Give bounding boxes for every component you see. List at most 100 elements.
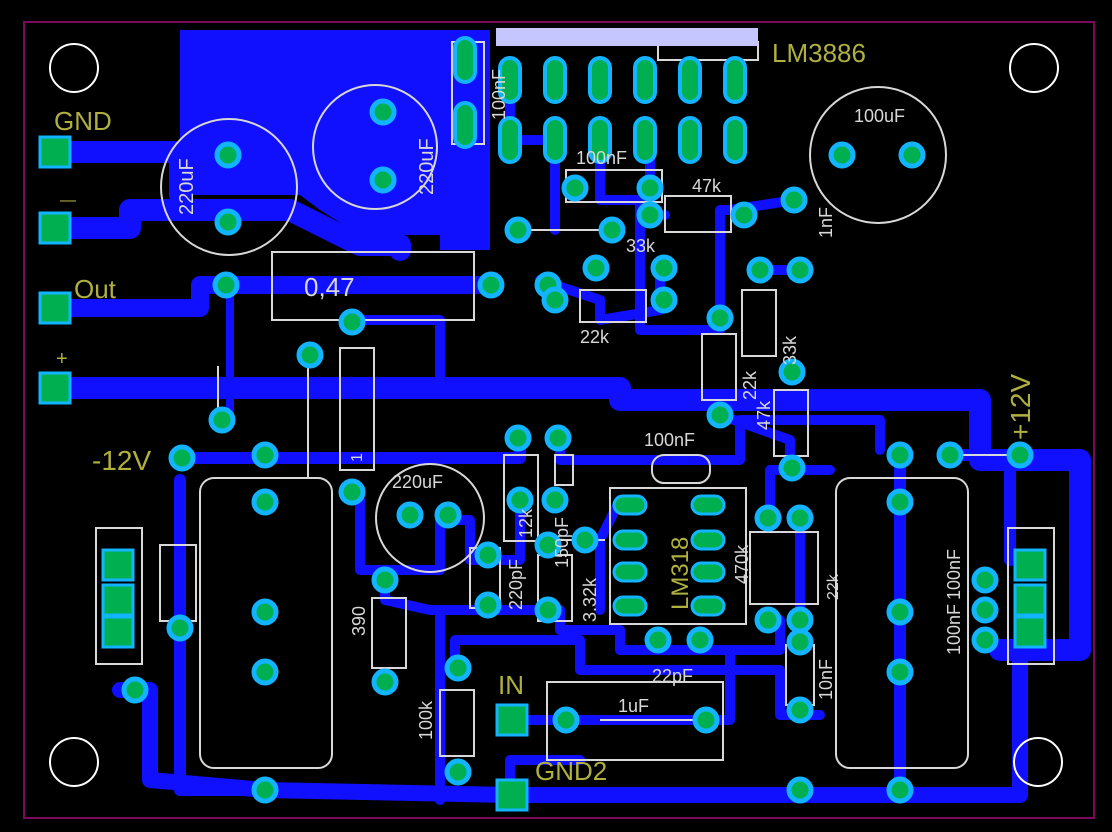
pad xyxy=(534,596,562,624)
pad xyxy=(541,286,569,314)
pad xyxy=(296,341,324,369)
pad xyxy=(786,696,814,724)
pad xyxy=(212,271,240,299)
board-labels: GND — Out + -12V +12V LM3886 LM318 IN GN… xyxy=(54,38,1036,786)
copper-pours xyxy=(180,30,490,250)
pad xyxy=(786,776,814,804)
pad xyxy=(746,256,774,284)
pad xyxy=(886,776,914,804)
dip-pad xyxy=(612,494,648,516)
pad xyxy=(706,304,734,332)
pads xyxy=(38,36,1047,812)
pad xyxy=(1006,441,1034,469)
oval-pad xyxy=(543,56,567,104)
c-100nf-ic: 100nF xyxy=(644,430,695,450)
c-mid-220uf: 220uF xyxy=(392,472,443,492)
pad xyxy=(552,706,580,734)
pad xyxy=(971,596,999,624)
pad xyxy=(166,614,194,642)
pad xyxy=(886,441,914,469)
square-pad xyxy=(1013,583,1047,617)
square-pad xyxy=(38,291,72,325)
oval-pad xyxy=(678,116,702,164)
oval-pad xyxy=(723,116,747,164)
square-pad xyxy=(495,703,529,737)
pad xyxy=(786,606,814,634)
dip-pad xyxy=(690,529,726,551)
oval-pad xyxy=(498,116,522,164)
pad xyxy=(598,216,626,244)
pad xyxy=(898,141,926,169)
pad xyxy=(444,654,472,682)
r-470k: 470k xyxy=(732,544,752,584)
pad xyxy=(886,598,914,626)
c-10nf: 10nF xyxy=(816,659,836,700)
dip-pad xyxy=(612,561,648,583)
c-150pf: 150pF xyxy=(552,517,572,568)
pad xyxy=(474,541,502,569)
pad xyxy=(780,186,808,214)
dip-pad xyxy=(612,595,648,617)
pad xyxy=(369,166,397,194)
square-pad xyxy=(101,548,135,582)
pad xyxy=(692,706,720,734)
r-1: 1 xyxy=(349,453,366,462)
r-332k: 3.32k xyxy=(580,577,600,622)
dip-pad xyxy=(690,561,726,583)
pad xyxy=(504,424,532,452)
pad xyxy=(251,598,279,626)
pad xyxy=(541,486,569,514)
pad xyxy=(786,256,814,284)
pad xyxy=(936,441,964,469)
c-1nf: 1nF xyxy=(816,207,836,238)
pad xyxy=(214,208,242,236)
pad xyxy=(444,758,472,786)
pad xyxy=(886,658,914,686)
pad xyxy=(434,501,462,529)
c-mid-100nf: 100nF xyxy=(576,148,627,168)
pad xyxy=(506,486,534,514)
c-left-220uf: 220uF xyxy=(176,158,198,215)
r-33k-side: 33k xyxy=(780,335,800,365)
pad xyxy=(971,566,999,594)
pad xyxy=(371,566,399,594)
dip-pad xyxy=(690,494,726,516)
minus-label: — xyxy=(60,192,76,209)
r-47k-top: 47k xyxy=(692,176,722,196)
lm318-label: LM318 xyxy=(667,537,694,610)
pad xyxy=(251,658,279,686)
square-pad xyxy=(38,135,72,169)
dip-pad xyxy=(612,529,648,551)
gnd-label: GND xyxy=(54,106,112,136)
pad xyxy=(650,254,678,282)
square-pad xyxy=(101,615,135,649)
pad xyxy=(504,216,532,244)
pad xyxy=(754,504,782,532)
c-top-220uf: 220uF xyxy=(416,138,438,195)
pad xyxy=(396,501,424,529)
pad xyxy=(369,98,397,126)
pad xyxy=(730,201,758,229)
oval-pad xyxy=(633,56,657,104)
pad xyxy=(571,526,599,554)
mounting-holes xyxy=(49,43,1063,787)
pad xyxy=(786,504,814,532)
oval-pad xyxy=(453,36,477,84)
oval-pad xyxy=(678,56,702,104)
r-47k-side: 47k xyxy=(754,400,774,430)
c-100nf-right-a: 100nF xyxy=(944,549,964,600)
oval-pad xyxy=(723,56,747,104)
pad xyxy=(474,591,502,619)
pad xyxy=(636,201,664,229)
pad xyxy=(778,358,806,386)
pad xyxy=(686,626,714,654)
oval-pad xyxy=(498,56,522,104)
square-pad xyxy=(38,211,72,245)
lm3886-label: LM3886 xyxy=(772,38,866,68)
c-1uf: 1uF xyxy=(618,696,649,716)
oval-pad xyxy=(453,101,477,149)
c-top-100nf: 100nF xyxy=(489,69,509,120)
pad xyxy=(886,488,914,516)
pos12v-label: +12V xyxy=(1005,374,1036,440)
